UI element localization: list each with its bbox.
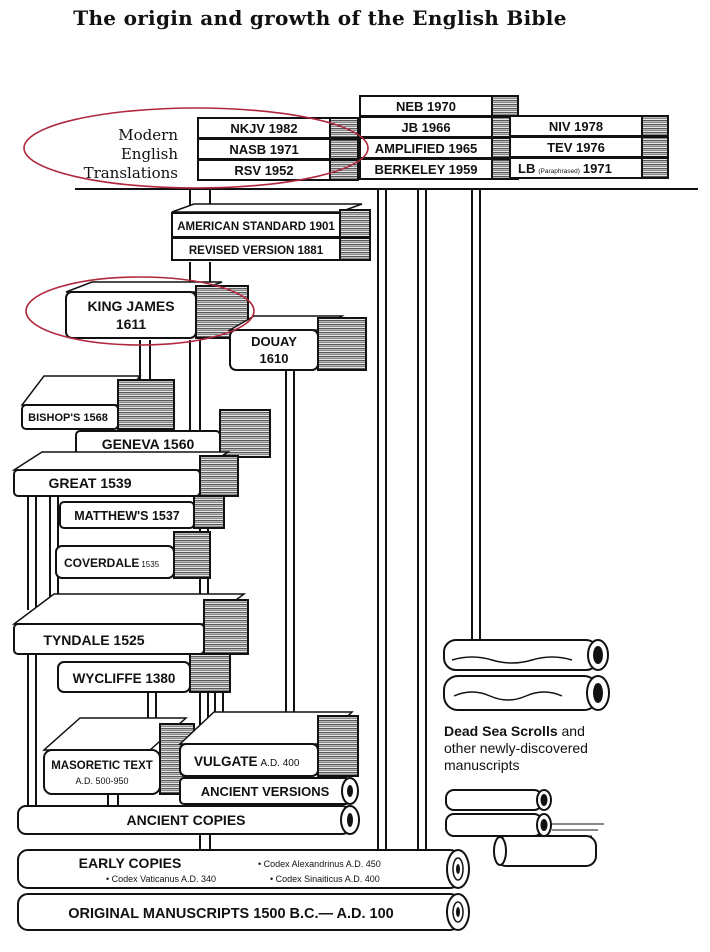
king-james-year: 1611	[116, 316, 147, 332]
book-revised-version: REVISED VERSION 1881	[189, 245, 324, 257]
early-copies-scroll: EARLY COPIES • Codex Alexandrinus A.D. 4…	[17, 849, 470, 889]
book-nasb: NASB 1971	[229, 142, 298, 157]
dead-sea-caption-line-2: other newly-discovered	[444, 740, 588, 756]
diagram-title: The origin and growth of the English Bib…	[73, 6, 567, 30]
douay-label: DOUAY	[251, 334, 297, 349]
codex-vaticanus: • Codex Vaticanus A.D. 340	[106, 874, 216, 884]
modern-heading-line-1: Modern	[118, 126, 178, 144]
modern-heading: Modern English Translations	[84, 126, 179, 182]
dead-sea-caption: Dead Sea Scrolls and other newly-discove…	[444, 723, 588, 773]
dead-sea-caption-line-3: manuscripts	[444, 757, 519, 773]
bishops-book: BISHOP'S 1568	[20, 375, 175, 430]
masoretic-dates: A.D. 500-950	[75, 776, 128, 786]
american-standard-stack: AMERICAN STANDARD 1901 REVISED VERSION 1…	[171, 203, 371, 261]
book-great: GREAT 1539	[49, 475, 132, 491]
ancient-versions-scroll: ANCIENT VERSIONS	[179, 777, 359, 805]
modern-heading-line-2: English	[121, 145, 179, 163]
book-american-standard: AMERICAN STANDARD 1901	[177, 221, 335, 233]
ancient-copies-scroll: ANCIENT COPIES	[17, 805, 360, 835]
wycliffe-book: WYCLIFFE 1380	[57, 653, 231, 693]
king-james-book: KING JAMES 1611	[65, 281, 249, 339]
book-tyndale: TYNDALE 1525	[43, 632, 144, 648]
original-manuscripts-scroll: ORIGINAL MANUSCRIPTS 1500 B.C.— A.D. 100	[17, 893, 470, 931]
masoretic-label: MASORETIC TEXT	[51, 760, 153, 772]
modern-column-2: NEB 1970 JB 1966 AMPLIFIED 1965 BERKELEY…	[359, 95, 519, 180]
book-lb: LB(Paraphrased)1971	[518, 161, 612, 176]
douay-year: 1610	[260, 351, 289, 366]
codex-alexandrinus: • Codex Alexandrinus A.D. 450	[258, 859, 381, 869]
douay-book: DOUAY 1610	[227, 315, 367, 371]
book-amplified: AMPLIFIED 1965	[375, 141, 478, 156]
book-wycliffe: WYCLIFFE 1380	[73, 671, 176, 686]
book-niv: NIV 1978	[549, 119, 603, 134]
book-geneva: GENEVA 1560	[102, 436, 195, 452]
masoretic-book: MASORETIC TEXT A.D. 500-950	[42, 717, 195, 795]
king-james-highlight	[25, 276, 255, 346]
king-james-label: KING JAMES	[87, 298, 174, 314]
modern-translations-highlight	[23, 107, 369, 189]
book-nkjv: NKJV 1982	[230, 121, 297, 136]
book-neb: NEB 1970	[396, 99, 456, 114]
modern-column-1: NKJV 1982 NASB 1971 RSV 1952	[197, 117, 359, 181]
book-matthews: MATTHEW'S 1537	[74, 509, 180, 523]
book-bishops: BISHOP'S 1568	[28, 412, 108, 424]
book-rsv: RSV 1952	[234, 163, 293, 178]
dead-sea-caption-line-1: Dead Sea Scrolls and	[444, 723, 585, 739]
great-book: GREAT 1539	[11, 451, 239, 497]
modern-column-3: NIV 1978 TEV 1976 LB(Paraphrased)1971	[509, 115, 669, 179]
early-copies-label: EARLY COPIES	[79, 855, 182, 871]
dead-sea-scrolls-drawing	[443, 639, 610, 867]
book-jb: JB 1966	[401, 120, 450, 135]
book-tev: TEV 1976	[547, 140, 605, 155]
book-berkeley: BERKELEY 1959	[374, 162, 477, 177]
ancient-copies-label: ANCIENT COPIES	[126, 812, 245, 828]
original-manuscripts-label: ORIGINAL MANUSCRIPTS 1500 B.C.— A.D. 100	[68, 906, 394, 922]
ancient-versions-label: ANCIENT VERSIONS	[201, 784, 330, 799]
modern-heading-line-3: Translations	[84, 164, 178, 182]
tyndale-book: TYNDALE 1525	[11, 593, 249, 655]
codex-sinaiticus: • Codex Sinaiticus A.D. 400	[270, 874, 380, 884]
matthews-book: MATTHEW'S 1537	[59, 495, 225, 529]
